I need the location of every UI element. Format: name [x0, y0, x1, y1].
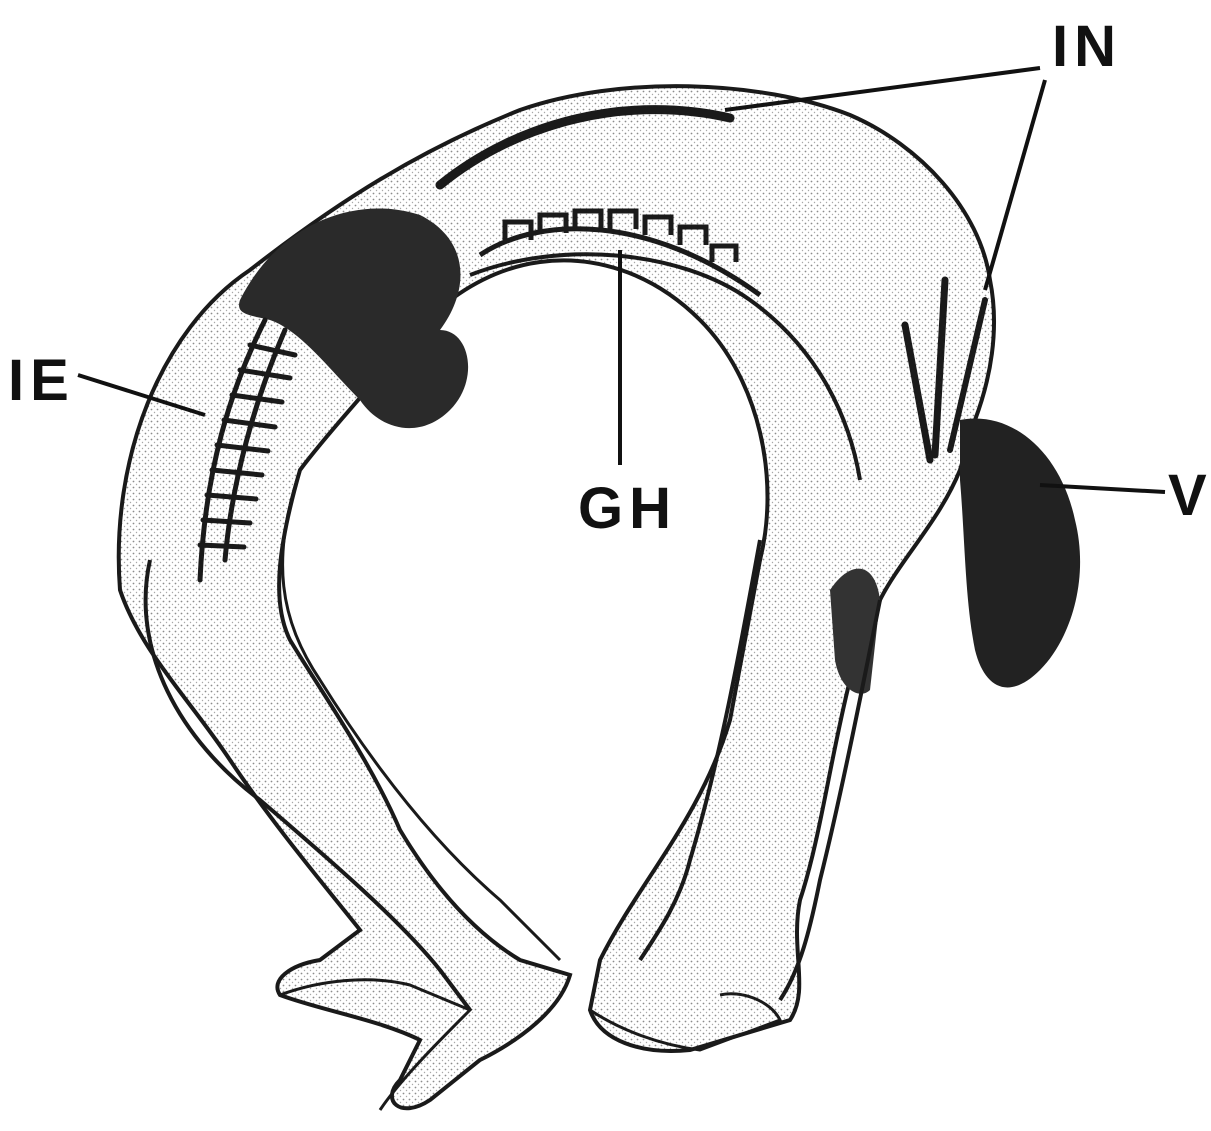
in-leader-upper [725, 68, 1040, 110]
label-ie: IE [8, 348, 75, 413]
label-gh: GH [578, 476, 677, 541]
in-leader-lower [985, 80, 1045, 290]
hair-shade [960, 418, 1080, 687]
label-in: IN [1052, 14, 1122, 79]
label-v: V [1168, 463, 1211, 528]
body-silhouette [119, 86, 1080, 1110]
